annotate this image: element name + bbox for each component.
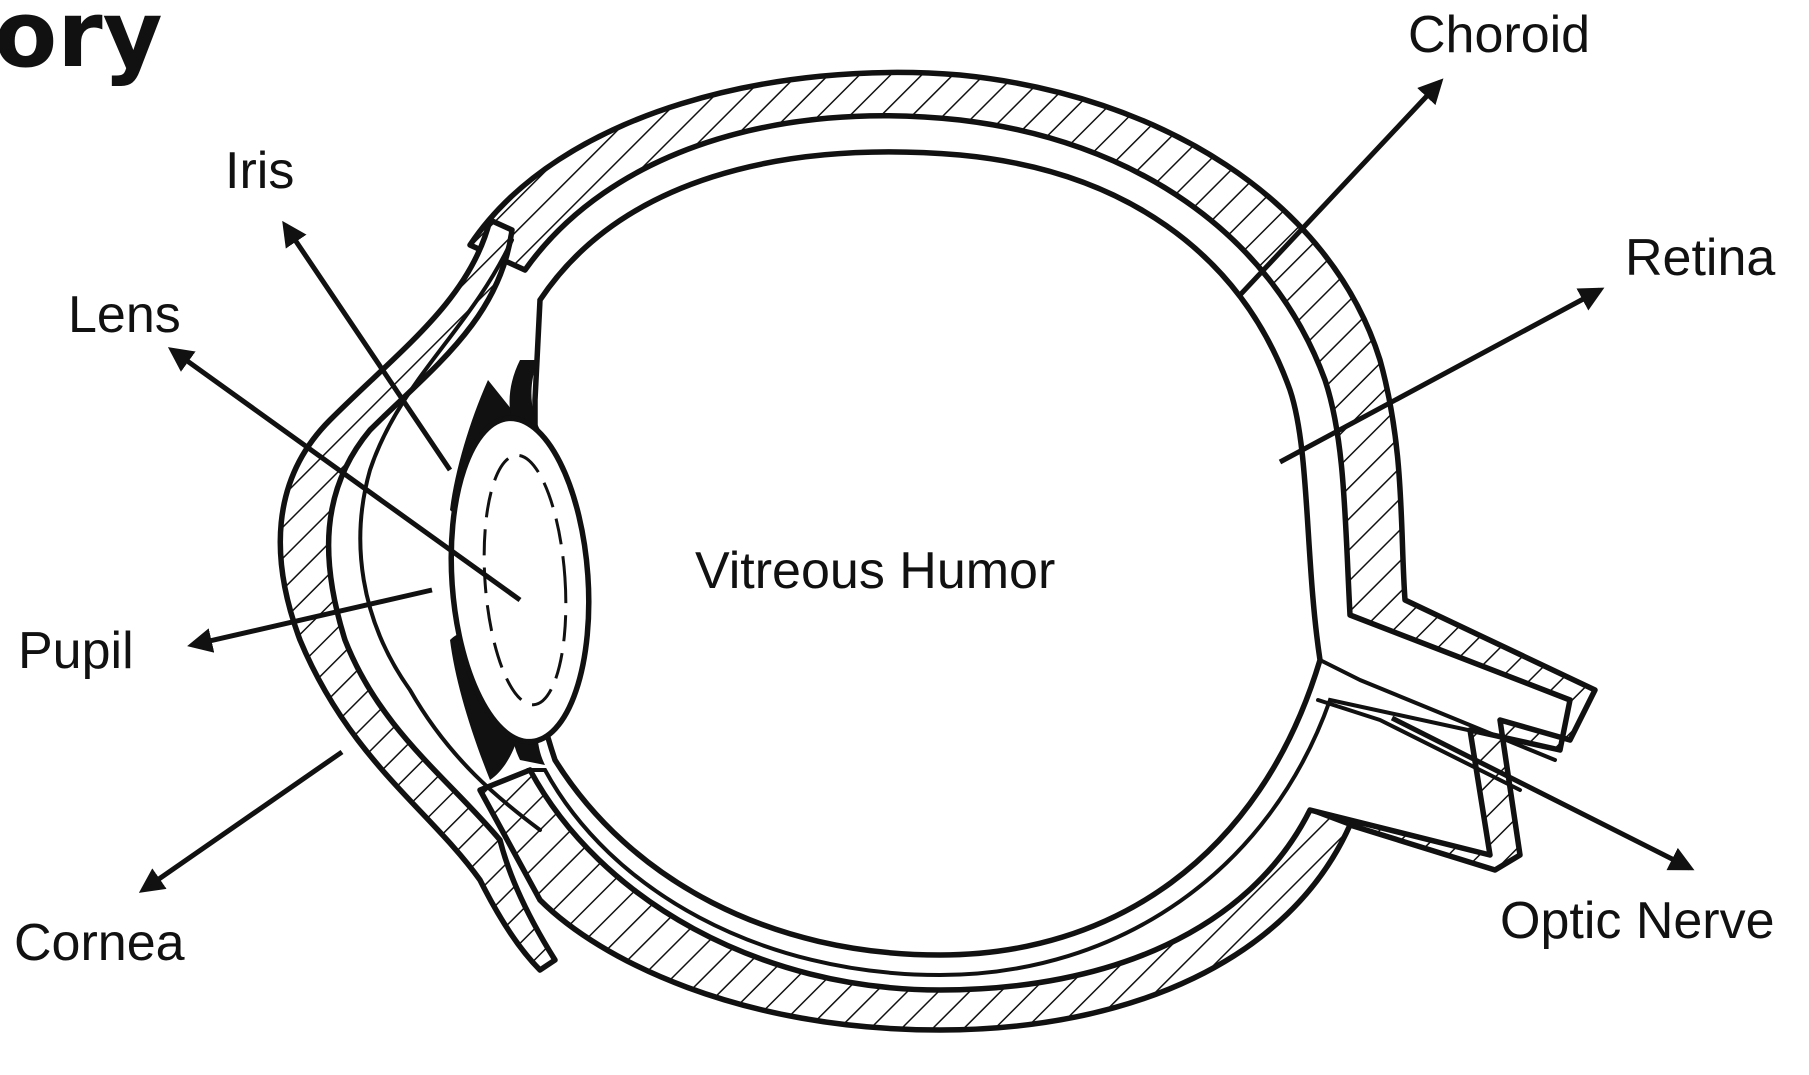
optic-nerve-label: Optic Nerve <box>1500 892 1775 950</box>
vitreous-humor-label: Vitreous Humor <box>695 542 1055 600</box>
choroid-label: Choroid <box>1408 6 1590 64</box>
cornea-arrow <box>143 752 342 890</box>
pupil-label: Pupil <box>18 622 134 680</box>
cornea-label: Cornea <box>14 914 185 972</box>
retina-label: Retina <box>1625 229 1775 287</box>
lens-label: Lens <box>68 286 181 344</box>
title-fragment: ory <box>0 0 163 88</box>
choroid-arrow <box>1240 82 1440 295</box>
iris-label: Iris <box>225 142 294 200</box>
